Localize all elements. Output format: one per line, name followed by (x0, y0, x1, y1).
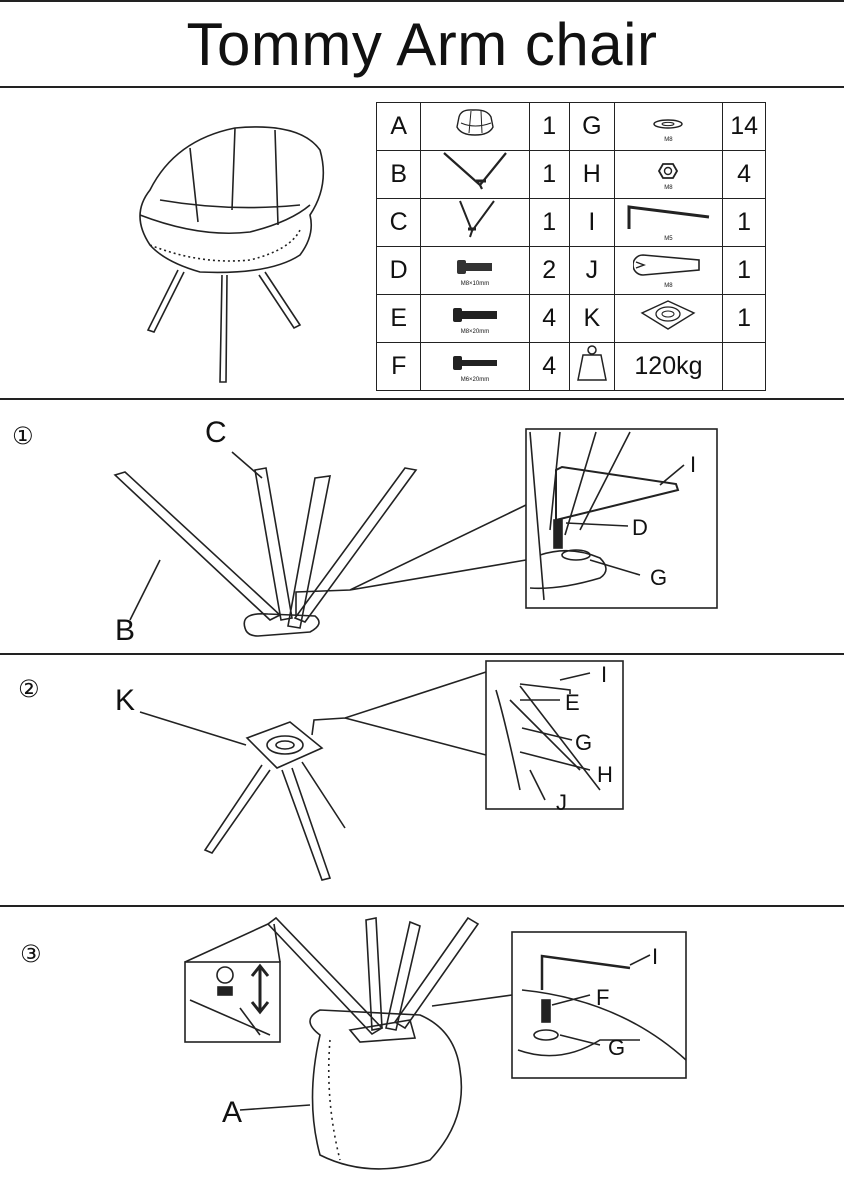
bolt-d-icon: M8×10mm (420, 246, 530, 295)
part-qty: 1 (722, 294, 766, 343)
nut-icon: M8 (613, 150, 724, 199)
bolt-e-icon: M8×20mm (420, 294, 530, 343)
part-callout: B (115, 614, 136, 647)
part-qty: 4 (722, 150, 766, 199)
part-size-note: M6×20mm (460, 377, 490, 383)
step-number: ① (12, 423, 34, 450)
step3-frame-illustration (184, 916, 687, 1170)
part-callout: G (575, 730, 593, 755)
part-size-note: M8 (664, 137, 673, 143)
part-qty: 1 (722, 246, 766, 295)
parts-row: D M8×10mm 2 J M8 1 (375, 246, 766, 295)
section-divider-3 (0, 905, 844, 907)
part-callout: A (222, 1096, 243, 1129)
parts-row: B 1 H M8 4 (375, 150, 766, 199)
part-size-note: M8 (664, 283, 673, 289)
part-qty: 1 (722, 198, 766, 247)
part-letter: E (375, 294, 422, 343)
part-size-note: M8 (664, 185, 673, 191)
bolt-f-icon: M6×20mm (420, 342, 530, 391)
part-callout: E (565, 690, 580, 715)
section-divider-2 (0, 653, 844, 655)
part-letter: F (375, 342, 422, 391)
part-callout: I (690, 452, 697, 477)
parts-row: F M6×20mm 4 120kg (375, 342, 766, 391)
part-qty: 4 (528, 294, 570, 343)
leg-frame-b-icon (420, 150, 530, 199)
parts-list-table: A 1 G M8 14 B 1 H M8 4 C 1 I M5 (375, 102, 766, 391)
part-qty: 4 (528, 342, 570, 391)
leg-frame-c-icon (420, 198, 530, 247)
part-letter: H (568, 150, 615, 199)
section-divider-1 (0, 398, 844, 400)
title-divider (0, 86, 844, 88)
step1-frame-illustration (113, 428, 718, 637)
part-callout: H (597, 762, 613, 787)
page-title: Tommy Arm chair (186, 11, 658, 78)
part-qty: 1 (528, 150, 570, 199)
part-size-note: M8×20mm (460, 329, 490, 335)
swivel-plate-icon (613, 294, 724, 343)
part-callout: F (596, 985, 610, 1010)
part-callout: J (556, 790, 567, 815)
top-rule (0, 0, 844, 2)
weight-badge-cell (568, 342, 615, 391)
parts-row: A 1 G M8 14 (375, 102, 766, 151)
part-callout: I (601, 662, 608, 687)
max-weight-value: 120kg (613, 342, 724, 391)
step-number: ② (18, 676, 40, 703)
part-callout: C (205, 416, 227, 449)
part-letter: G (568, 102, 615, 151)
part-callout: G (608, 1035, 626, 1060)
part-letter: C (375, 198, 422, 247)
step2-frame-illustration (139, 660, 624, 881)
part-size-note: M5 (664, 236, 673, 242)
weight-limit-icon (576, 345, 607, 381)
part-qty: 2 (528, 246, 570, 295)
step-number: ③ (20, 941, 42, 968)
part-letter: J (568, 246, 615, 295)
part-qty: 14 (722, 102, 766, 151)
part-qty: 1 (528, 102, 570, 151)
parts-row: C 1 I M5 1 (375, 198, 766, 247)
part-callout: D (632, 515, 648, 540)
part-callout: I (652, 944, 659, 969)
part-letter: D (375, 246, 422, 295)
washer-icon: M8 (613, 102, 724, 151)
chair-overview-illustration (139, 126, 325, 383)
empty-cell (722, 342, 766, 391)
part-callout: G (650, 565, 668, 590)
part-callout: K (115, 684, 136, 717)
part-letter: B (375, 150, 422, 199)
part-size-note: M8×10mm (460, 281, 490, 287)
